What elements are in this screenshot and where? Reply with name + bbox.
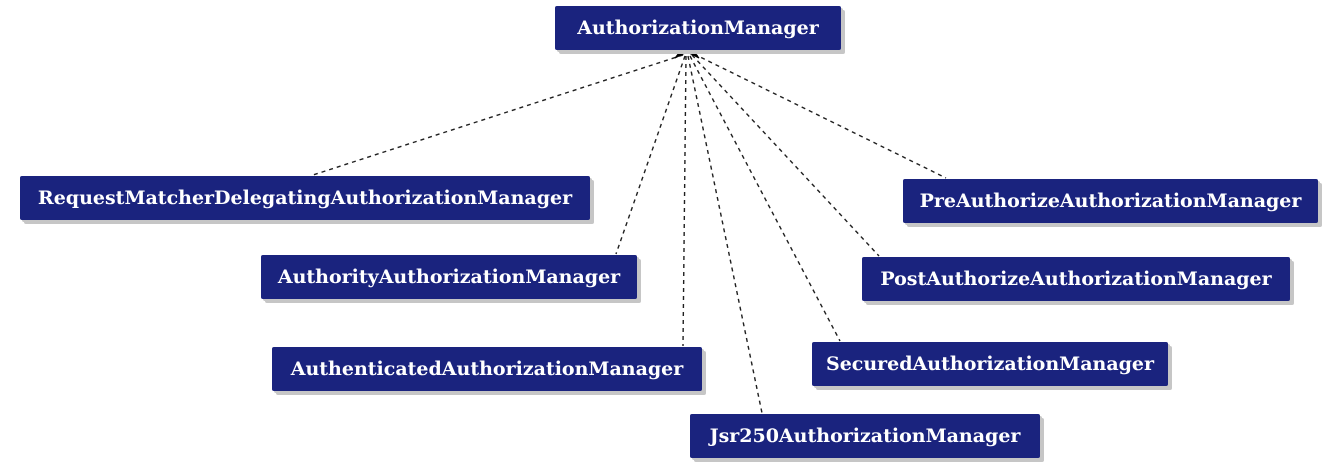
node-jsr250-authorization-manager: Jsr250AuthorizationManager — [690, 414, 1040, 458]
edge-authority — [615, 55, 686, 255]
edge-authenticated — [682, 55, 687, 347]
node-authenticated-authorization-manager: AuthenticatedAuthorizationManager — [272, 347, 702, 391]
node-post-authorize-authorization-manager: PostAuthorizeAuthorizationManager — [862, 257, 1290, 301]
implements-arrowhead-icon — [674, 41, 700, 59]
edge-secured — [689, 55, 841, 342]
node-authority-authorization-manager: AuthorityAuthorizationManager — [261, 255, 637, 299]
edge-post-authorize — [691, 54, 880, 257]
node-request-matcher-delegating-authorization-manager: RequestMatcherDelegatingAuthorizationMan… — [20, 176, 590, 220]
node-secured-authorization-manager: SecuredAuthorizationManager — [812, 342, 1168, 386]
edge-pre-authorize — [693, 53, 947, 179]
edge-request-matcher-delegating — [312, 54, 684, 176]
node-authorization-manager: AuthorizationManager — [555, 6, 841, 50]
node-pre-authorize-authorization-manager: PreAuthorizeAuthorizationManager — [903, 179, 1318, 223]
